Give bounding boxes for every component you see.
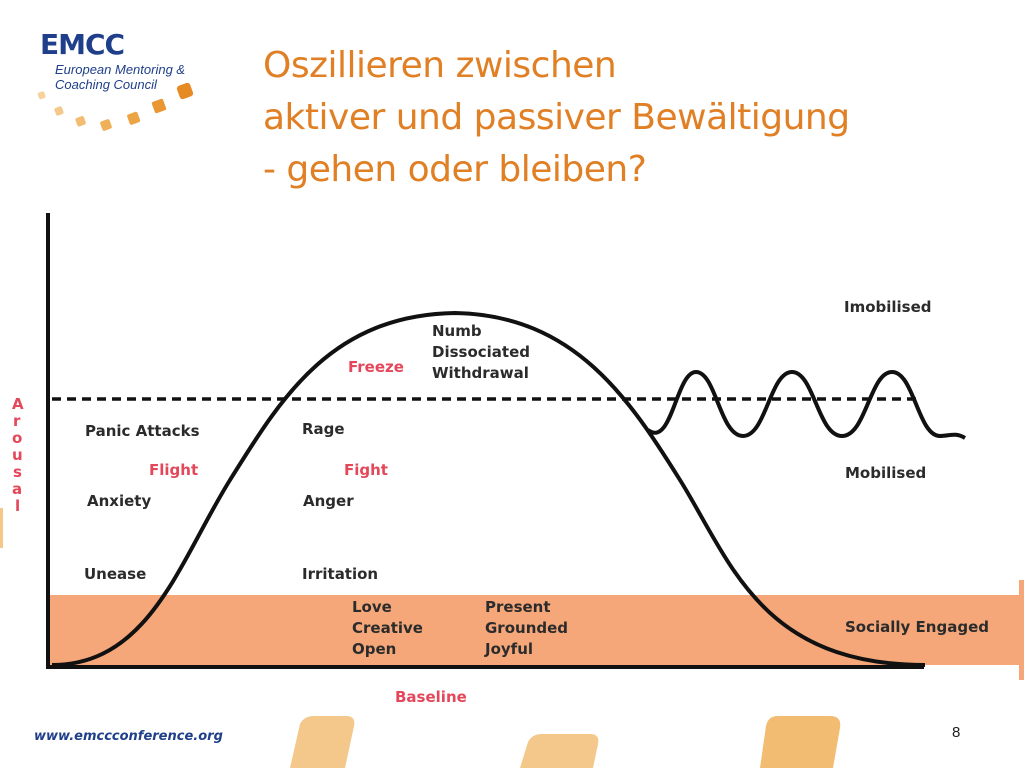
label-rage: Rage	[302, 420, 345, 438]
label-open: Open	[352, 640, 396, 658]
arousal-curve	[51, 310, 926, 667]
label-socially-engaged: Socially Engaged	[845, 618, 989, 636]
label-love: Love	[352, 598, 392, 616]
label-numb: Numb	[432, 322, 482, 340]
axis-letter: A	[12, 395, 24, 413]
logo-subtitle-line-1: European Mentoring &	[55, 62, 186, 77]
axis-letter: l	[15, 497, 20, 515]
label-mobilised: Mobilised	[845, 464, 926, 482]
footer-decoration	[290, 716, 841, 768]
logo-subtitle: European Mentoring & Coaching Council	[55, 62, 235, 92]
axis-letter: a	[12, 480, 22, 498]
label-anger: Anger	[303, 492, 354, 510]
label-creative: Creative	[352, 619, 423, 637]
label-baseline: Baseline	[395, 688, 467, 706]
left-edge-accent	[0, 508, 3, 548]
title-line-3: - gehen oder bleiben?	[263, 149, 647, 190]
label-anxiety: Anxiety	[87, 492, 151, 510]
label-imobilised: Imobilised	[844, 298, 932, 316]
slide-title: Oszillieren zwischen aktiver und passive…	[263, 40, 850, 196]
axis-letter: s	[13, 463, 22, 481]
label-grounded: Grounded	[485, 619, 568, 637]
label-irritation: Irritation	[302, 565, 378, 583]
label-panic-attacks: Panic Attacks	[85, 422, 200, 440]
label-flight: Flight	[149, 461, 198, 479]
label-withdrawal: Withdrawal	[432, 364, 529, 382]
label-unease: Unease	[84, 565, 146, 583]
logo-subtitle-line-2: Coaching Council	[55, 77, 157, 92]
page-number: 8	[952, 724, 961, 741]
title-line-2: aktiver und passiver Bewältigung	[263, 97, 850, 138]
logo-wordmark: EMCC	[40, 28, 125, 61]
label-joyful: Joyful	[484, 640, 533, 658]
socially-engaged-band	[48, 595, 1024, 665]
label-freeze: Freeze	[348, 358, 404, 376]
axis-letter: r	[13, 412, 21, 430]
axis-letter: o	[12, 429, 22, 447]
label-present: Present	[485, 598, 551, 616]
oscillation-wave	[646, 369, 967, 440]
arousal-axis-label: A r o u s a l	[12, 395, 24, 515]
band-edge	[1019, 580, 1024, 680]
title-line-1: Oszillieren zwischen	[263, 45, 617, 86]
emcc-logo: EMCC European Mentoring & Coaching Counc…	[30, 28, 250, 138]
label-dissociated: Dissociated	[432, 343, 530, 361]
axis-letter: u	[12, 446, 23, 464]
logo-dots	[37, 82, 194, 131]
label-fight: Fight	[344, 461, 388, 479]
footer-url[interactable]: www.emccconference.org	[34, 729, 223, 744]
